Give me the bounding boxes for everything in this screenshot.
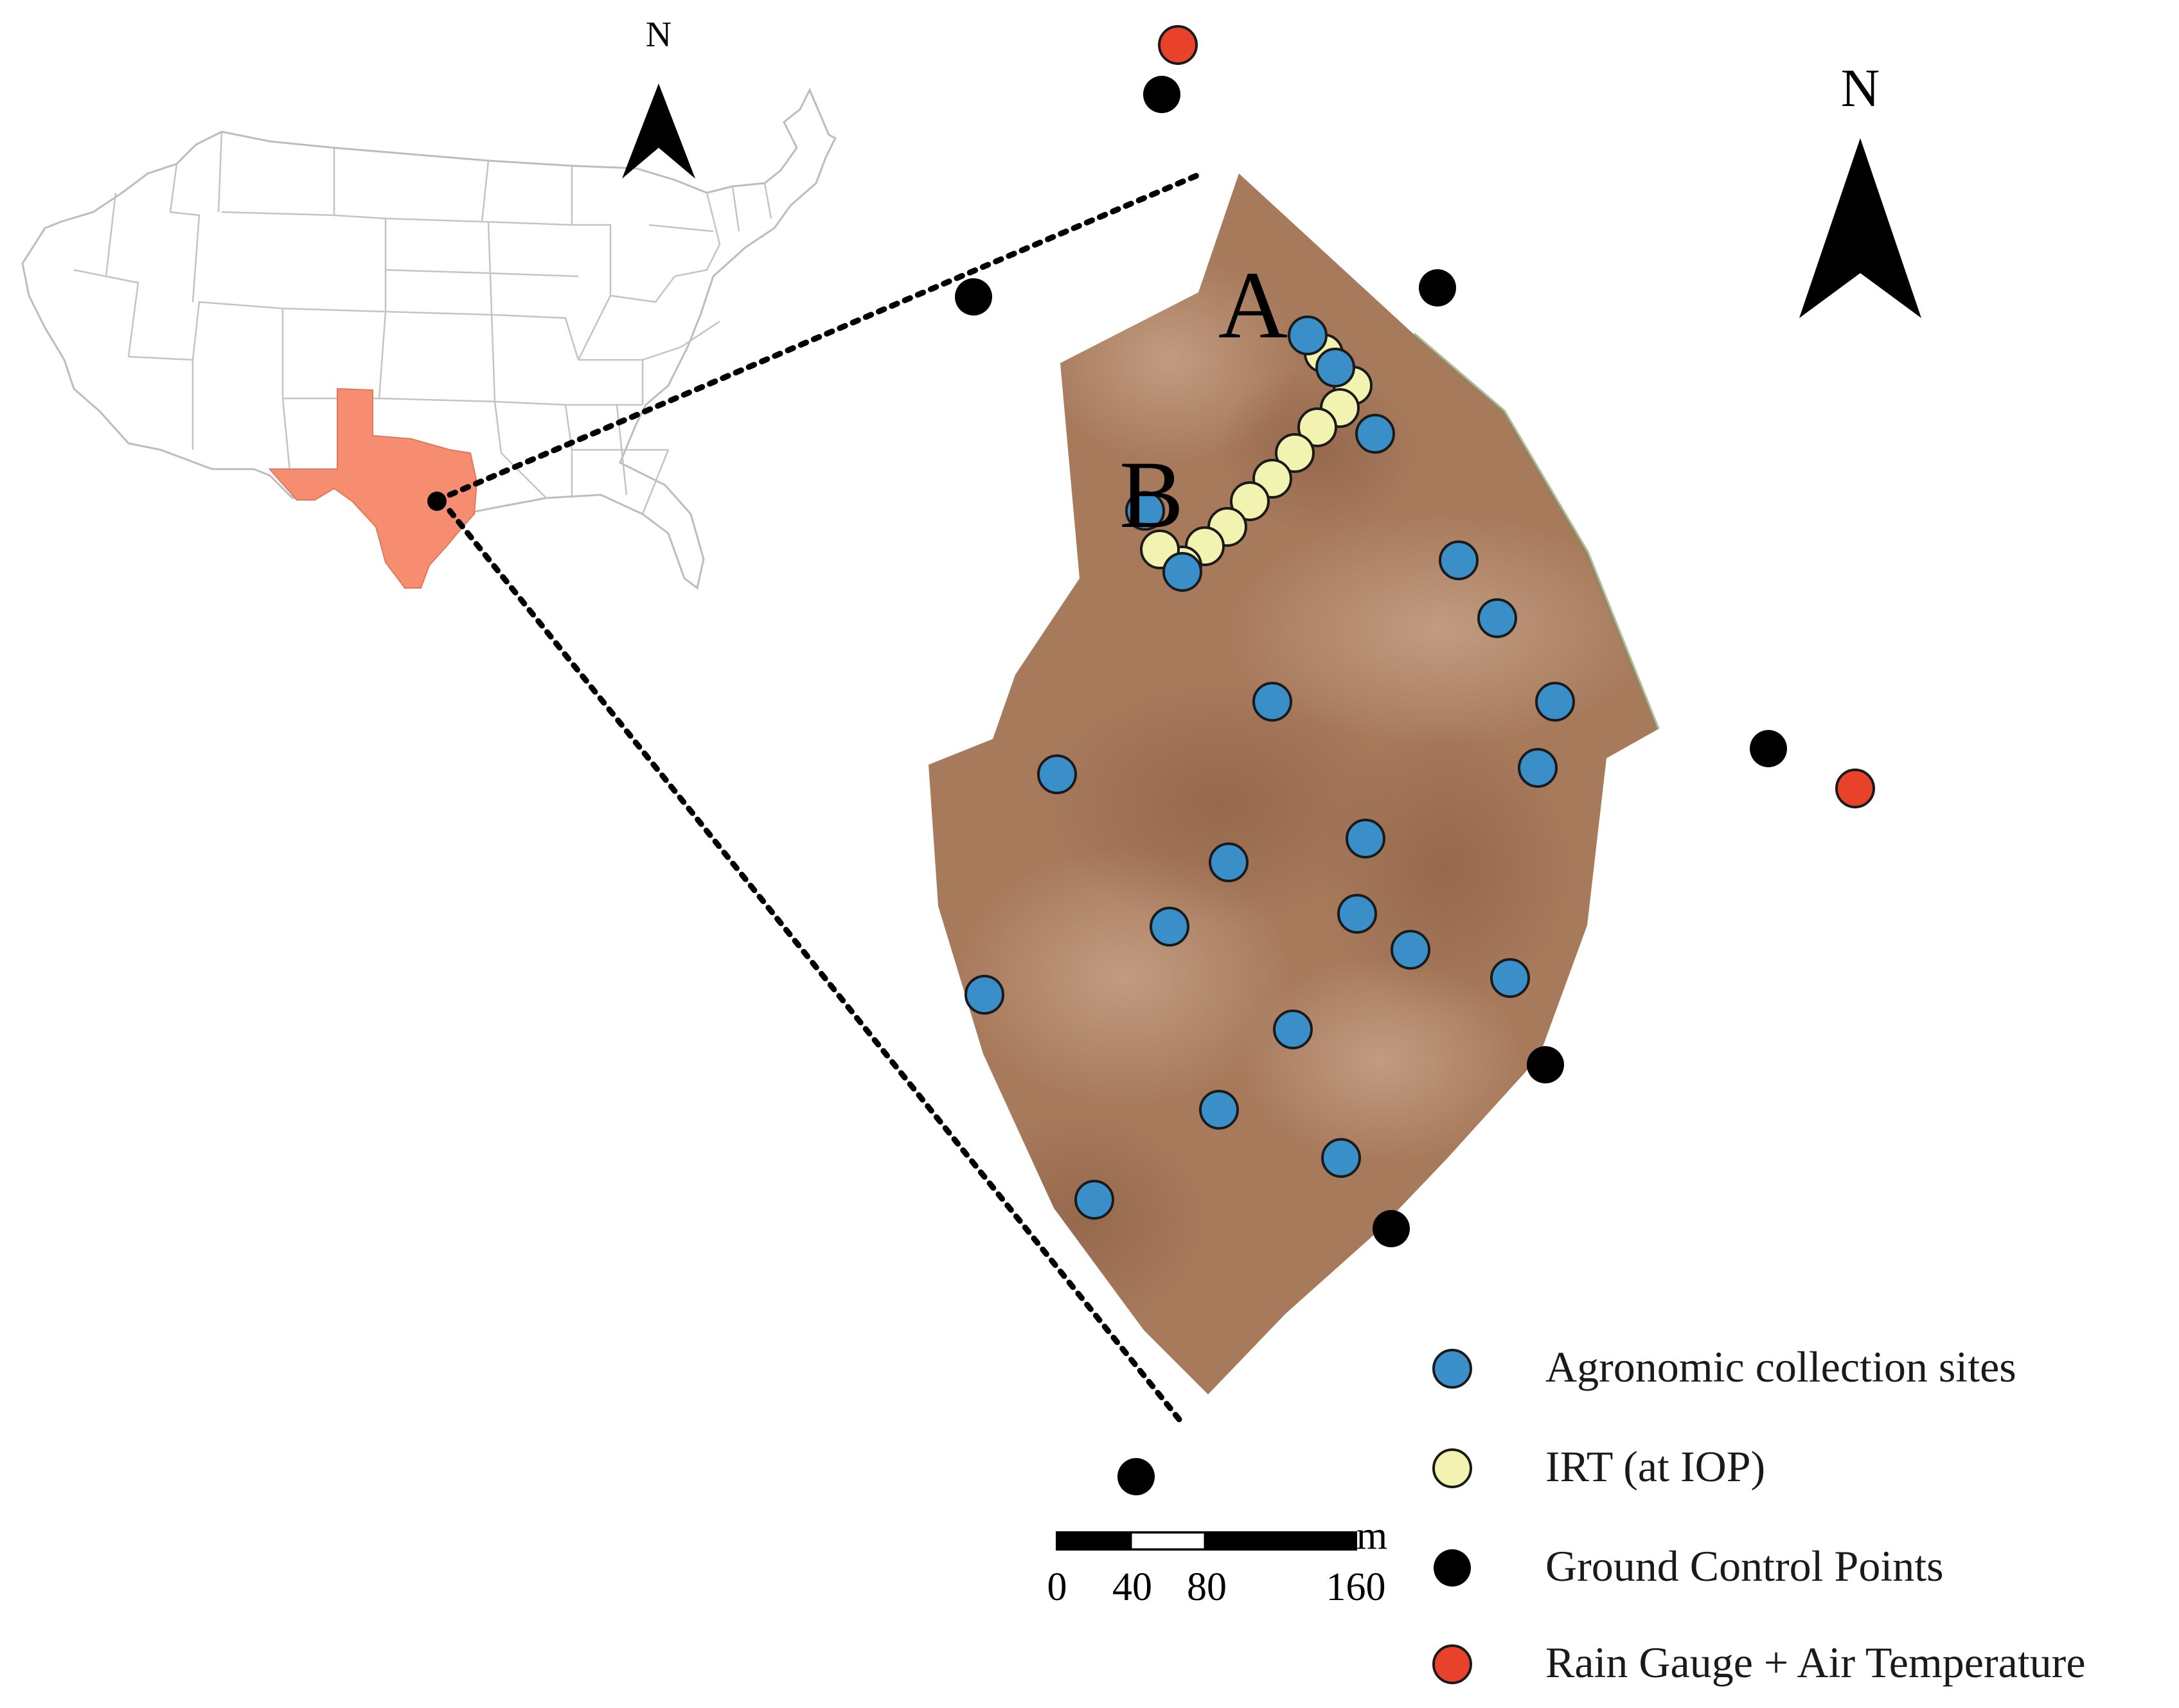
zoom-line-top [447,170,1205,498]
agronomic-site-8 [1535,682,1575,722]
irt-site-4 [1297,407,1337,447]
texas-state [268,387,478,589]
agronomic-site-11 [1037,754,1077,794]
legend-swatch-gcp [1434,1549,1471,1587]
legend-item-rain: Rain Gauge + Air Temperature [1432,1638,2086,1687]
agronomic-site-21 [1321,1138,1361,1178]
legend-swatch-irt [1432,1448,1472,1488]
transect-label-b: B [1119,441,1184,548]
agronomic-site-5 [1162,552,1202,592]
scale-bar: m 0 40 80 160 [1047,1514,1388,1609]
agronomic-site-2 [1315,348,1355,387]
agronomic-site-12 [1346,819,1385,858]
ground-control-point-6 [1373,1210,1410,1247]
legend-item-agronomic: Agronomic collection sites [1432,1342,2016,1391]
scale-bar-seg-2 [1130,1531,1206,1551]
agronomic-site-14 [1337,894,1377,934]
agronomic-site-22 [1074,1180,1114,1220]
field-edge-vegetation [1412,332,1660,731]
legend: Agronomic collection sites IRT (at IOP) … [1432,1342,2086,1687]
agronomic-site-19 [1273,1010,1313,1049]
transect-label-a: A [1218,252,1288,359]
point-markers [955,25,1875,1495]
agronomic-site-20 [1199,1090,1239,1130]
ground-control-point-7 [1117,1458,1155,1495]
legend-label-rain: Rain Gauge + Air Temperature [1545,1638,2086,1687]
legend-label-agronomic: Agronomic collection sites [1545,1342,2016,1391]
agronomic-site-16 [1391,930,1430,970]
rain-gauge-station-1 [1158,25,1198,65]
agronomic-site-1 [1288,316,1328,355]
legend-item-irt: IRT (at IOP) [1432,1442,1765,1491]
scale-tick-80: 80 [1187,1565,1227,1609]
legend-swatch-rain [1432,1644,1472,1684]
scale-bar-unit: m [1356,1514,1387,1558]
irt-site-7 [1230,481,1270,521]
ground-control-point-4 [1750,730,1787,767]
ground-control-point-5 [1527,1046,1564,1083]
zoom-line-bottom [447,508,1186,1427]
north-arrow-icon [1799,138,1921,318]
legend-swatch-agronomic [1432,1349,1472,1389]
main-north-arrow: N [1799,58,1921,318]
agronomic-site-15 [1150,907,1189,947]
scale-tick-40: 40 [1112,1565,1152,1609]
ground-control-point-3 [1419,269,1456,307]
agronomic-site-6 [1439,540,1479,580]
study-site-marker [427,492,447,511]
state-borders [73,131,772,515]
legend-item-gcp: Ground Control Points [1434,1542,1944,1590]
rain-gauge-station-2 [1835,769,1875,808]
inset-north-arrow-icon [622,84,695,179]
us-outline [21,87,837,590]
scale-bar-seg-3 [1205,1533,1356,1549]
agronomic-site-9 [1252,682,1292,722]
scale-tick-0: 0 [1047,1565,1067,1609]
scale-bar-seg-1 [1057,1533,1131,1549]
ground-control-point-2 [955,278,992,316]
scale-tick-160: 160 [1326,1565,1386,1609]
agronomic-site-7 [1477,598,1517,638]
agronomic-site-17 [1490,958,1530,998]
legend-label-irt: IRT (at IOP) [1545,1442,1765,1491]
ground-control-point-1 [1143,76,1180,113]
agronomic-site-3 [1355,414,1395,454]
inset-north-arrow: N [622,15,695,179]
main-north-label: N [1841,58,1880,118]
agronomic-site-10 [1518,748,1558,788]
agronomic-site-4 [1125,491,1165,531]
agronomic-site-18 [965,975,1004,1015]
inset-north-label: N [646,15,671,55]
zoom-connector-lines [447,170,1205,1427]
us-inset-map: N [21,15,837,590]
legend-label-gcp: Ground Control Points [1545,1542,1944,1590]
agronomic-site-13 [1209,842,1249,882]
irt-site-5 [1275,433,1315,473]
